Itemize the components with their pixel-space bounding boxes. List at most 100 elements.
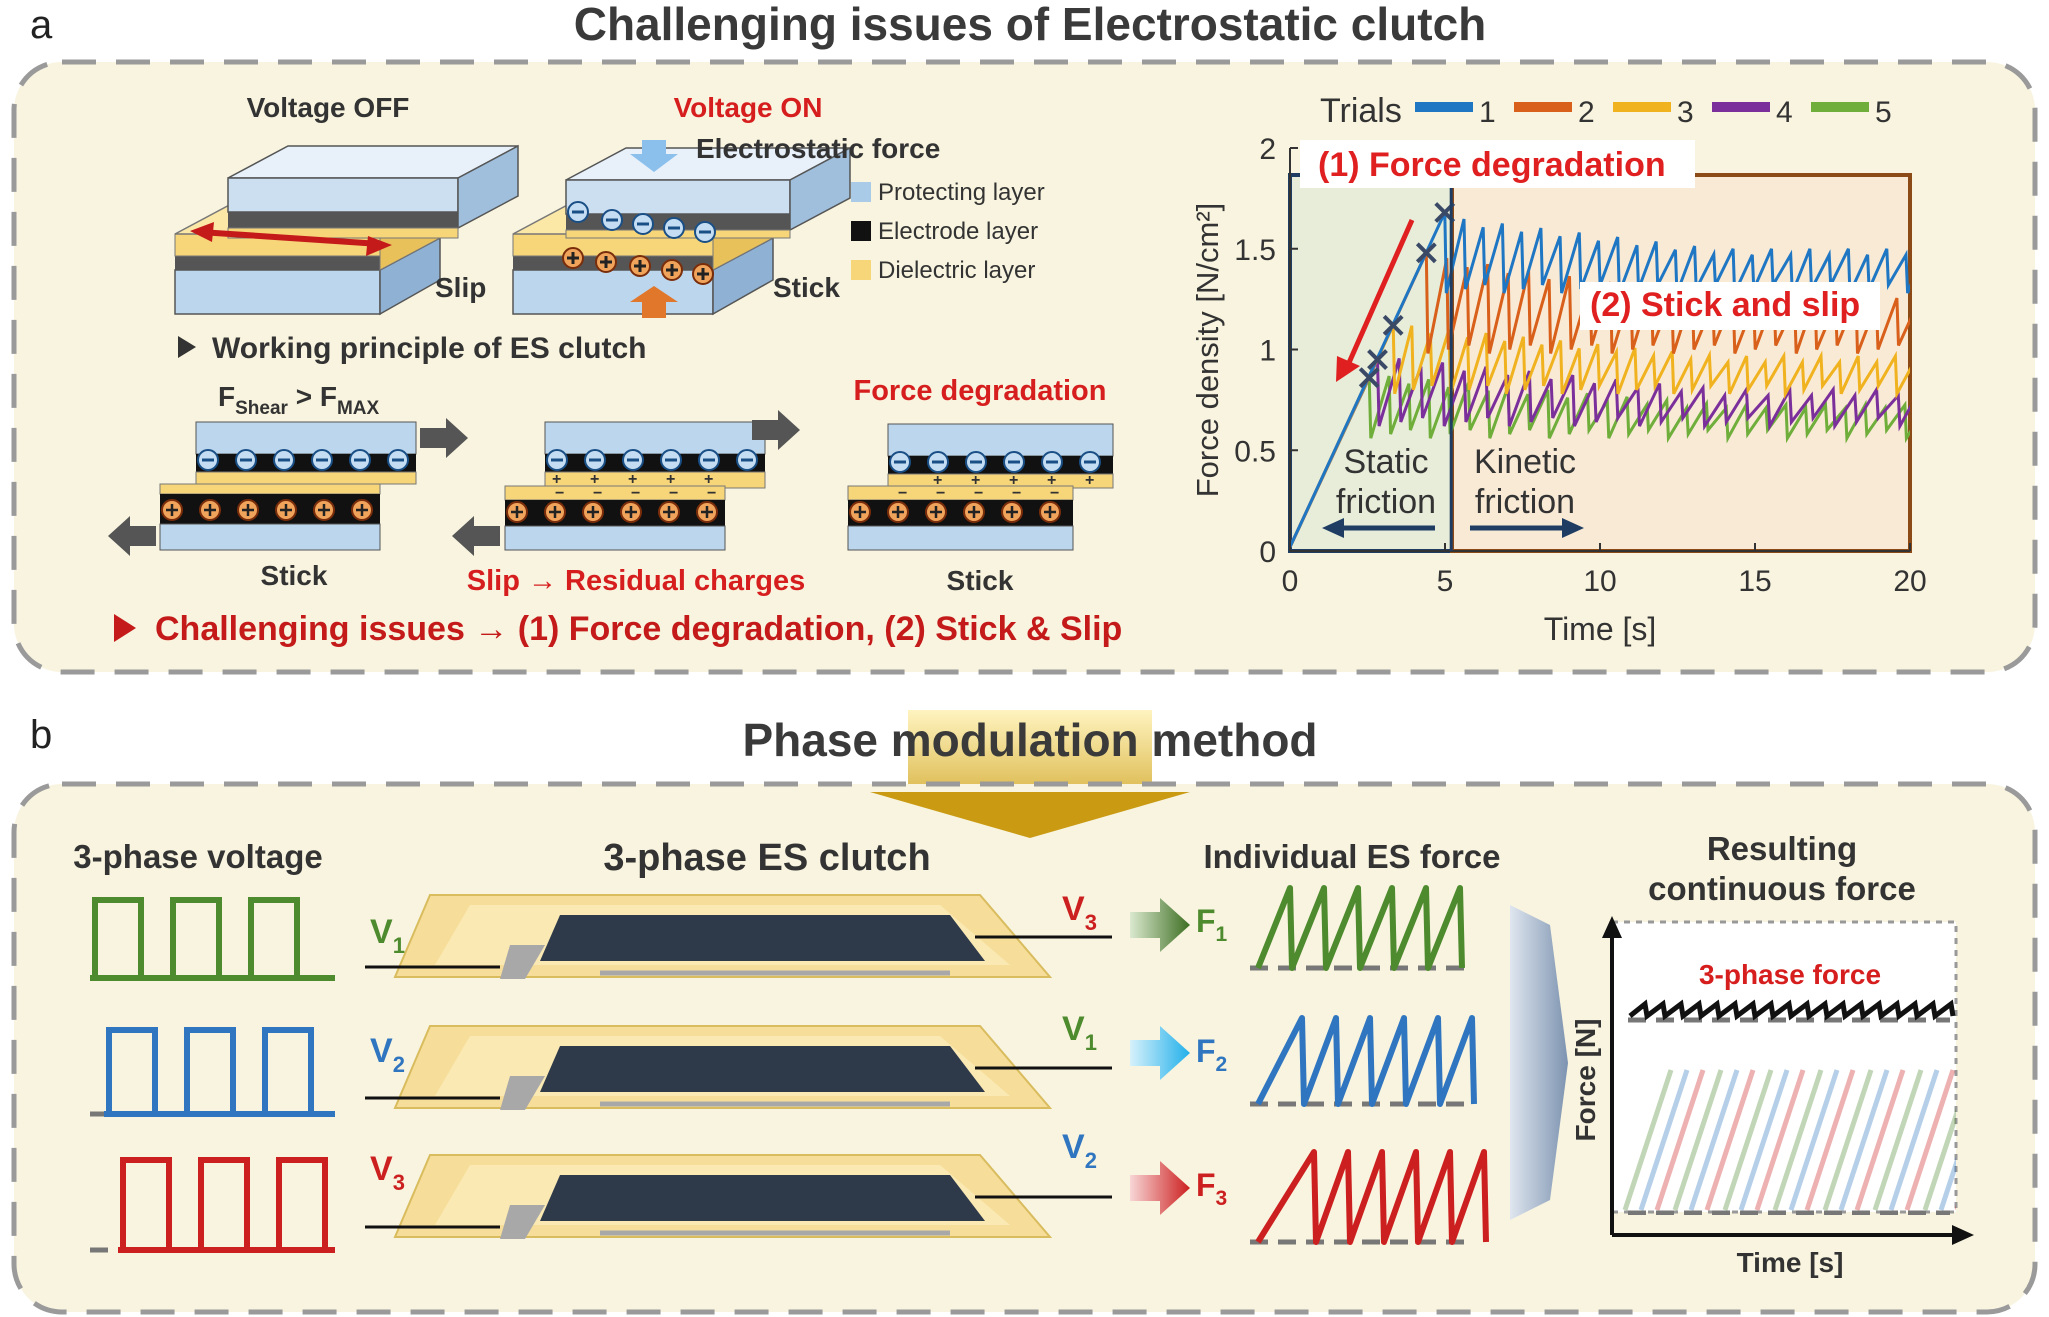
- slip-clutch-middle: +++++ −−−−−: [452, 410, 800, 556]
- panel-b-title: Phase modulation method: [742, 714, 1317, 766]
- stick-label-right: Stick: [947, 565, 1014, 596]
- fshear-label: FShear > FMAX: [218, 381, 379, 419]
- y-tick-label: 2: [1259, 133, 1276, 166]
- chart-xlabel: Time [s]: [1544, 611, 1657, 647]
- f2-arrow-icon: [1130, 1026, 1190, 1080]
- svg-text:+: +: [1047, 472, 1056, 489]
- kinetic-friction-region: [1450, 173, 1912, 553]
- layer-legend: [851, 182, 871, 280]
- svg-text:+: +: [1085, 472, 1094, 489]
- clutch-layer-2: [365, 1025, 1112, 1110]
- svg-text:+: +: [704, 471, 713, 488]
- series-line-1: [1290, 211, 1910, 548]
- svg-text:−: −: [669, 485, 678, 502]
- y-tick-label: 0: [1259, 536, 1276, 569]
- peak-marker-icon: [1382, 314, 1404, 336]
- svg-text:+: +: [590, 471, 599, 488]
- f3-label: F3: [1196, 1167, 1227, 1210]
- panel-b-letter: b: [30, 713, 52, 757]
- degradation-arrow: [1345, 218, 1415, 367]
- y-tick-label: 1.5: [1234, 234, 1276, 267]
- legend-swatch-2: [1514, 102, 1572, 112]
- down-gold-arrow-tip: [870, 792, 1190, 838]
- svg-text:−: −: [593, 485, 602, 502]
- clutch-layer-3: [365, 1154, 1112, 1239]
- resulting-force-plot: [1602, 916, 1974, 1245]
- svg-text:−: −: [1050, 485, 1059, 502]
- legend-dielectric: Dielectric layer: [878, 257, 1035, 284]
- big-right-arrow: [1510, 905, 1568, 1220]
- individual-force-label: Individual ES force: [1203, 838, 1500, 875]
- svg-text:−: −: [1012, 485, 1021, 502]
- svg-text:+: +: [971, 472, 980, 489]
- kinetic-friction-l1: Kinetic: [1474, 443, 1576, 481]
- v2-right-label: V2: [1062, 1128, 1097, 1173]
- svg-text:+: +: [1009, 472, 1018, 489]
- degradation-annotation: (1) Force degradation: [1318, 146, 1666, 184]
- kinetic-friction-l2: friction: [1475, 483, 1575, 521]
- legend-label-4: 4: [1776, 96, 1793, 129]
- legend-swatch-5: [1811, 102, 1869, 112]
- f2-label: F2: [1196, 1033, 1227, 1076]
- working-principle-label: Working principle of ES clutch: [212, 332, 647, 365]
- x-tick-label: 15: [1738, 565, 1771, 598]
- phase-ramp-2: [1638, 1069, 1956, 1211]
- svg-text:−: −: [936, 485, 945, 502]
- challenge-label: Challenging issues → (1) Force degradati…: [155, 610, 1122, 648]
- svg-text:−: −: [631, 485, 640, 502]
- static-friction-l2: friction: [1336, 483, 1436, 521]
- stick-label-left: Stick: [261, 560, 328, 591]
- slip-label: Slip: [435, 272, 486, 303]
- red-triangle-bullet-icon: [114, 614, 136, 642]
- resulting-label-2: continuous force: [1648, 870, 1916, 907]
- legend-electrode: Electrode layer: [878, 218, 1038, 245]
- y-tick-label: 0.5: [1234, 435, 1276, 468]
- x-tick-label: 5: [1437, 565, 1454, 598]
- three-phase-force-label: 3-phase force: [1699, 959, 1881, 990]
- v1-left-label: V1: [370, 913, 405, 958]
- svg-text:−: −: [555, 485, 564, 502]
- degradation-arrow-head: [1336, 356, 1360, 382]
- series-line-4: [1290, 357, 1910, 548]
- force-wave-3: [1255, 1149, 1489, 1245]
- voltage-wave-2: [104, 1027, 335, 1117]
- chart-ylabel: Force density [N/cm²]: [1190, 203, 1225, 498]
- peak-marker-icon: [1415, 242, 1437, 264]
- force-wave-1: [1255, 885, 1465, 971]
- triangle-bullet-icon: [178, 336, 196, 358]
- legend-label-2: 2: [1578, 96, 1595, 129]
- clutch-layer-1: [365, 894, 1112, 979]
- resulting-label-1: Resulting: [1707, 830, 1857, 867]
- panel-a-title: Challenging issues of Electrostatic clut…: [574, 0, 1487, 50]
- stick-slip-label-bg: [1580, 282, 1880, 330]
- v3-right-label: V3: [1062, 890, 1097, 935]
- voltage-waveforms: [90, 897, 335, 1253]
- x-tick-label: 0: [1282, 565, 1299, 598]
- voltage-off-label: Voltage OFF: [247, 92, 410, 123]
- svg-text:+: +: [933, 472, 942, 489]
- v2-left-label: V2: [370, 1032, 405, 1077]
- slip-residual-label: Slip → Residual charges: [467, 565, 805, 597]
- voltage-wave-3: [118, 1157, 335, 1253]
- legend-label-5: 5: [1875, 96, 1892, 129]
- stick-clutch-left: [108, 418, 468, 556]
- three-phase-force-line: [1628, 999, 1956, 1021]
- svg-text:−: −: [974, 485, 983, 502]
- x-tick-label: 10: [1583, 565, 1616, 598]
- legend-swatch-3: [1613, 102, 1671, 112]
- degradation-label-bg: [1300, 140, 1695, 188]
- kinetic-arrow-head: [1562, 518, 1584, 538]
- clutch-voltage-on: [512, 140, 851, 318]
- three-phase-voltage-label: 3-phase voltage: [73, 838, 322, 875]
- svg-text:+: +: [666, 471, 675, 488]
- f1-arrow-icon: [1130, 898, 1190, 952]
- panel-a-letter: a: [30, 3, 53, 47]
- force-wave-2: [1255, 1015, 1477, 1107]
- es-force-label: Electrostatic force: [696, 133, 940, 164]
- legend-protecting: Protecting layer: [878, 179, 1045, 206]
- force-axis-label: Force [N]: [1570, 1019, 1601, 1142]
- three-phase-clutch-stack: [365, 894, 1112, 1239]
- individual-force-waveforms: [1250, 885, 1489, 1245]
- series-line-3: [1290, 324, 1910, 548]
- voltage-wave-1: [90, 897, 335, 981]
